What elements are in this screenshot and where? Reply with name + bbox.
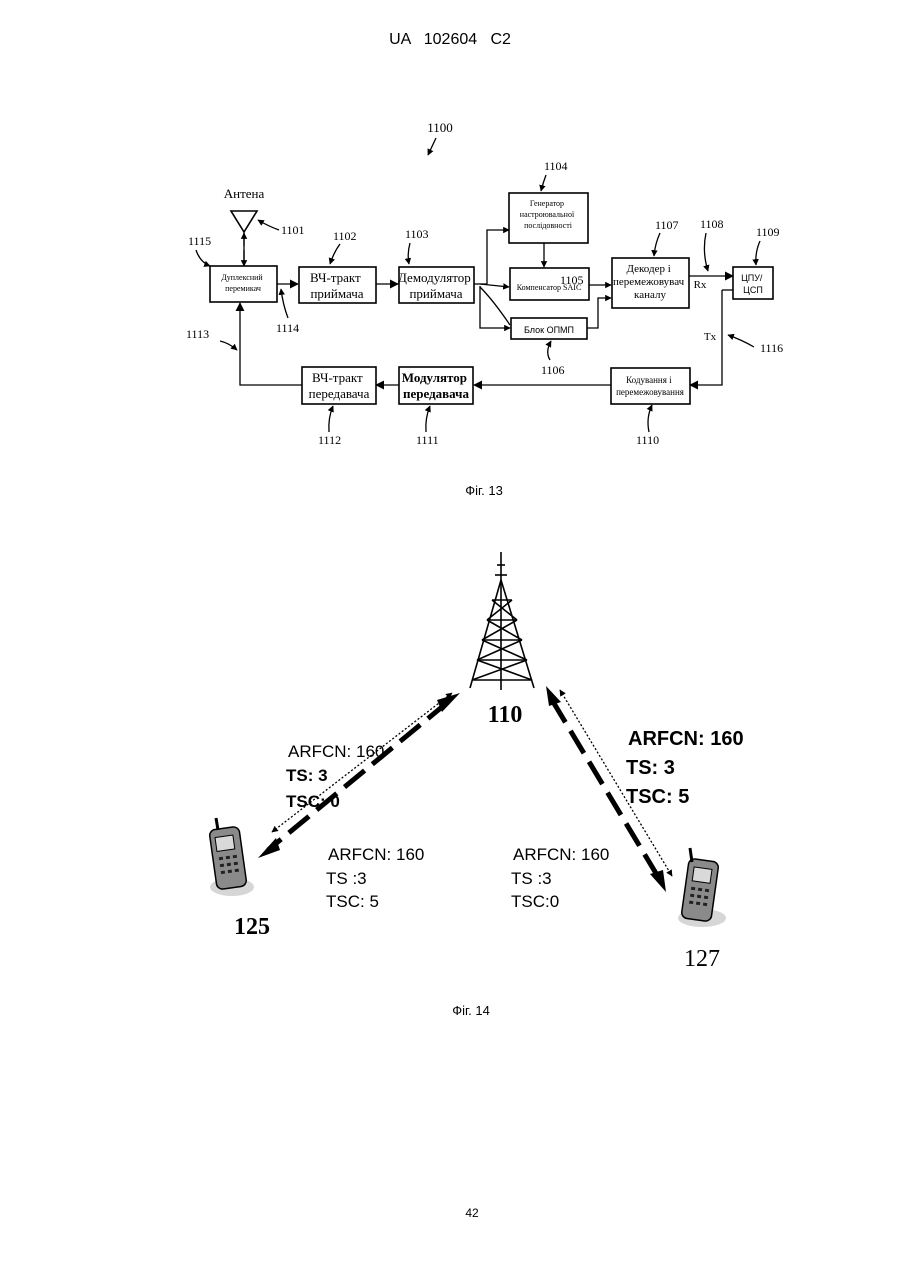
demodulator-label-2: приймача: [409, 286, 462, 301]
figure-14: 110 125: [209, 552, 749, 1018]
mid-left-ts: TS :3: [326, 869, 367, 888]
generator-label-3: послідовності: [524, 221, 573, 230]
duplexer-label-2: перемикач: [225, 284, 261, 293]
tx-label: Tx: [704, 331, 717, 343]
cpu-label-1: ЦПУ/: [741, 273, 763, 283]
mid-left-tsc: TSC: 5: [326, 892, 379, 911]
ref-main-1100: 1100: [427, 120, 453, 135]
fig13-caption: Фіг. 13: [465, 483, 503, 498]
decoder-label-1: Декодер і: [626, 263, 670, 275]
ref-1105: 1105: [560, 273, 584, 287]
svg-text:ВЧ-тракт приймача: ВЧ-тракт приймача: [310, 270, 364, 301]
ref-1114: 1114: [276, 321, 299, 335]
antenna-icon: [231, 211, 257, 232]
left-arfcn: ARFCN: 160: [288, 742, 384, 761]
demodulator-label-1: Демодулятор: [398, 270, 471, 285]
ref-1112: 1112: [318, 433, 341, 447]
ref-1103: 1103: [405, 227, 429, 241]
mid-right-tsc: TSC:0: [511, 892, 559, 911]
left-link-params: ARFCN: 160 TS: 3 TSC: 0: [286, 742, 389, 811]
right-link-params: ARFCN: 160 TS: 3 TSC: 5: [626, 728, 749, 808]
duplexer-label-1: Дуплексний: [221, 273, 263, 282]
phone-left-label: 125: [234, 914, 270, 940]
decoder-label-2: перемежовувач: [613, 276, 685, 288]
cell-tower-icon: [470, 552, 534, 690]
antenna-label: Антена: [224, 186, 265, 201]
ref-1107: 1107: [655, 218, 679, 232]
coding-label-1: Кодування і: [626, 375, 672, 385]
ref-1113: 1113: [186, 327, 209, 341]
modulator-label-1: Модулятор: [402, 370, 467, 385]
left-ts: TS: 3: [286, 766, 328, 785]
mobile-phone-left-icon: [209, 818, 254, 896]
ref-1111: 1111: [416, 433, 439, 447]
ref-1108: 1108: [700, 217, 724, 231]
rf-receiver-label-2: приймача: [310, 286, 363, 301]
generator-label-2: настроювальної: [520, 210, 575, 219]
right-ts: TS: 3: [626, 757, 675, 779]
generator-label-1: Генератор: [530, 199, 564, 208]
svg-text:ВЧ-тракт передавача: ВЧ-тракт передавача: [309, 370, 370, 401]
ref-1110: 1110: [636, 433, 659, 447]
rf-transmitter-label-2: передавача: [309, 386, 370, 401]
mid-right-ts: TS :3: [511, 869, 552, 888]
mid-left-arfcn: ARFCN: 160: [328, 845, 424, 864]
phone-right-label: 127: [684, 946, 720, 972]
rf-transmitter-label-1: ВЧ-тракт: [312, 370, 363, 385]
tower-label: 110: [488, 702, 523, 728]
ref-1115: 1115: [188, 234, 211, 248]
ref-1104: 1104: [544, 159, 568, 173]
coding-block: [611, 368, 690, 404]
cpu-label-2: ЦСП: [743, 285, 763, 295]
ref-1109: 1109: [756, 225, 780, 239]
opmp-label: Блок ОПМП: [524, 325, 574, 335]
mid-right-params: ARFCN: 160 TS :3 TSC:0: [511, 845, 614, 911]
figure-13: 1101 1100 Антена 1101 Дуплексний перемик…: [186, 120, 783, 498]
svg-text:Модулятор передавача: Модулятор передавача: [402, 370, 471, 401]
modulator-label-2: передавача: [403, 386, 469, 401]
rf-receiver-label-1: ВЧ-тракт: [310, 270, 361, 285]
ref-1116: 1116: [760, 341, 783, 355]
ref-1102: 1102: [333, 229, 357, 243]
right-tsc: TSC: 5: [626, 786, 689, 808]
page-number: 42: [465, 1206, 479, 1220]
mid-right-arfcn: ARFCN: 160: [513, 845, 609, 864]
ref-1101: 1101: [281, 223, 305, 237]
patent-number: UA 102604 C2: [389, 31, 511, 48]
rx-label: Rx: [694, 279, 707, 291]
coding-label-2: перемежовування: [616, 387, 684, 397]
mid-left-params: ARFCN: 160 TS :3 TSC: 5: [326, 845, 429, 911]
fig14-caption: Фіг. 14: [452, 1003, 490, 1018]
mobile-phone-right-icon: [678, 848, 726, 927]
ref-1106: 1106: [541, 363, 565, 377]
left-tsc: TSC: 0: [286, 792, 340, 811]
decoder-label-3: каналу: [634, 289, 666, 301]
right-arfcn: ARFCN: 160: [628, 728, 744, 750]
